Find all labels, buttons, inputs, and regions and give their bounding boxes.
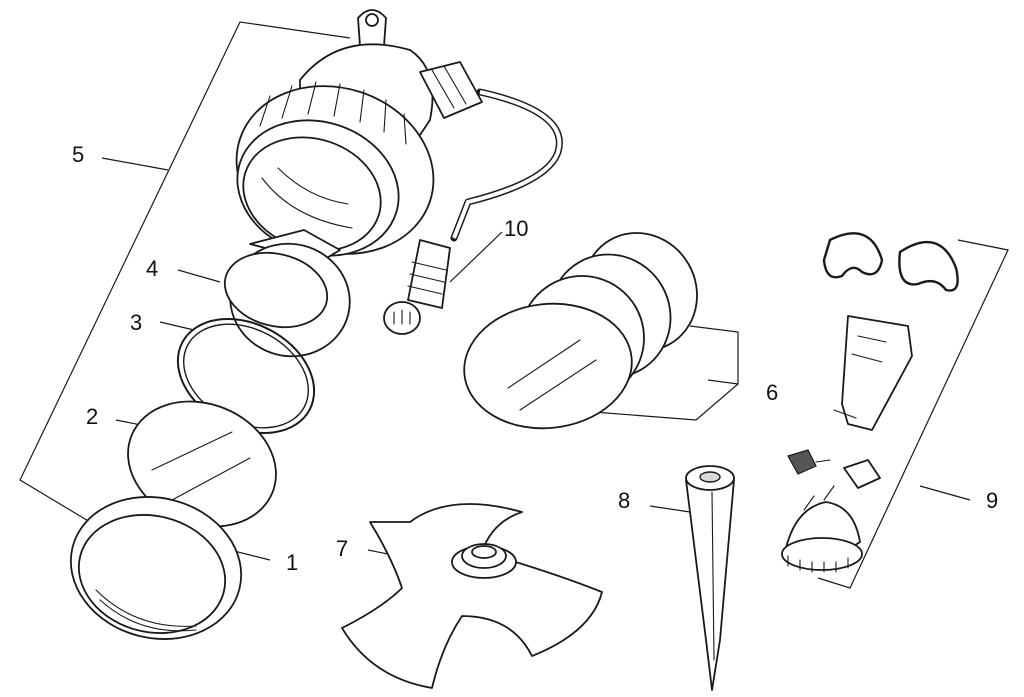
front-ring xyxy=(69,496,271,640)
label-6: 6 xyxy=(766,380,778,405)
part-labels: 5 4 3 2 1 10 6 7 8 9 xyxy=(72,142,998,575)
label-4: 4 xyxy=(146,256,158,281)
label-7: 7 xyxy=(336,536,348,561)
label-9: 9 xyxy=(986,488,998,513)
lamp-housing xyxy=(235,9,563,257)
label-10: 10 xyxy=(504,216,528,241)
group-bracket-9 xyxy=(817,239,1009,589)
mounting-kit xyxy=(781,232,959,573)
three-arm-base xyxy=(341,503,603,689)
reflector-insert xyxy=(177,229,351,358)
connector-plug xyxy=(383,231,503,335)
label-1: 1 xyxy=(286,550,298,575)
filter-discs xyxy=(463,232,739,430)
label-5: 5 xyxy=(72,142,84,167)
label-2: 2 xyxy=(86,404,98,429)
ground-spike xyxy=(649,465,735,691)
label-3: 3 xyxy=(130,310,142,335)
label-8: 8 xyxy=(618,488,630,513)
group-bracket-5 xyxy=(19,21,351,523)
